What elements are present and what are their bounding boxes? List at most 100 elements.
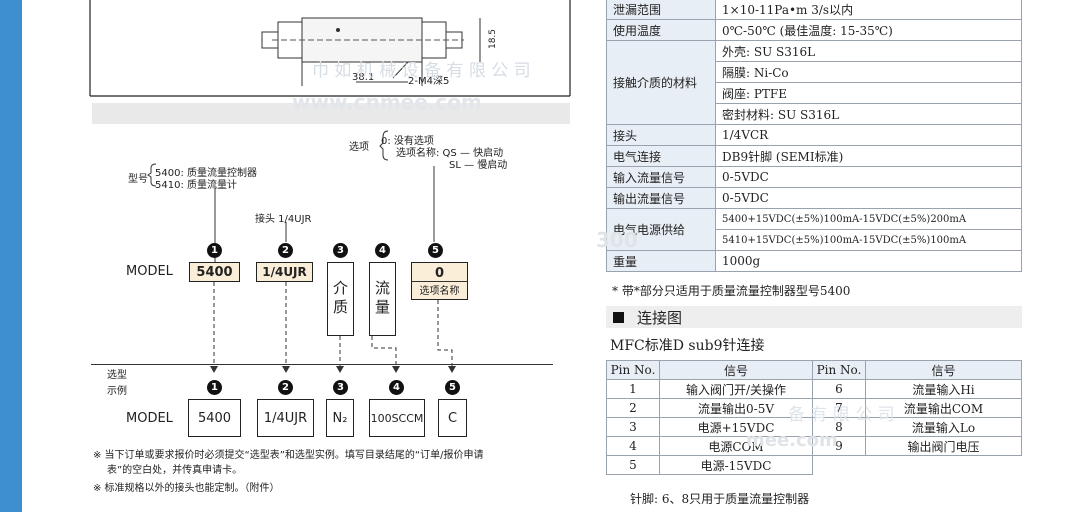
dim-length: 38.1 xyxy=(352,72,375,83)
spec-row: 接头 1/4VCR xyxy=(606,124,1022,146)
option-sl: SL — 慢启动 xyxy=(449,160,508,171)
spec-value: 隔膜: Ni-Co xyxy=(715,61,1022,83)
connection-heading-band xyxy=(606,306,1022,328)
spec-row: 重量 1000g xyxy=(606,250,1022,272)
example-label-2: 示例 xyxy=(107,386,127,397)
step-number-4: 4 xyxy=(375,243,390,258)
spec-row: 泄漏范围 1×10-11Pa•m 3/s以内 xyxy=(606,0,1022,20)
spec-row: 电气连接 DB9针脚 (SEMI标准) xyxy=(606,145,1022,167)
spec-row: 输出流量信号 0-5VDC xyxy=(606,187,1022,209)
section-band xyxy=(92,103,570,124)
left-accent-bar xyxy=(0,0,22,512)
note-2: ※ 标准规格以外的接头也能定制。（附件） xyxy=(93,483,280,494)
type-5410: 5410: 质量流量计 xyxy=(155,180,237,191)
option-prefix: 选项 xyxy=(349,142,369,153)
model-box-option: 0 选项名称 xyxy=(411,262,468,300)
model-box-flow: 流量 xyxy=(369,262,396,336)
example-box-medium: N₂ xyxy=(326,399,354,437)
spec-value: DB9针脚 (SEMI标准) xyxy=(715,145,1022,167)
spec-row: 密封材料: SU S316L xyxy=(607,103,1022,125)
model-box-type: 5400 xyxy=(189,262,240,282)
diagram-lines xyxy=(147,130,456,373)
pin-cell: 2 xyxy=(606,398,660,418)
example-divider xyxy=(91,364,553,365)
step-number-1: 1 xyxy=(207,243,222,258)
step-number-2: 2 xyxy=(278,243,293,258)
spec-row: 接触介质的材料 外壳: SU S316L xyxy=(606,40,1022,125)
table-row: 4 电源COM 9 输出阀门电压 xyxy=(606,436,1022,456)
watermark-url: www.cnmee.com xyxy=(292,90,482,114)
example-number-5: 5 xyxy=(445,380,460,395)
model-label: MODEL xyxy=(126,264,173,279)
spec-key: 输入流量信号 xyxy=(606,166,716,188)
spec-value: 1×10-11Pa•m 3/s以内 xyxy=(715,0,1022,20)
pin-header: 信号 xyxy=(865,360,1022,380)
table-row: 3 电源+15VDC 8 流量输入Lo xyxy=(606,417,1022,437)
model-box-option-value: 0 xyxy=(434,265,445,281)
pin-cell: 6 xyxy=(812,379,866,399)
square-bullet-icon xyxy=(613,312,624,323)
pin-table: Pin No. 信号 Pin No. 信号 1 输入阀门开/关操作 6 流量输入… xyxy=(606,360,1022,475)
spec-value: 阀座: PTFE xyxy=(715,82,1022,104)
pin-cell-empty xyxy=(813,456,866,475)
pin-cell: 流量输入Hi xyxy=(865,379,1022,399)
spec-key: 接触介质的材料 xyxy=(606,40,716,125)
model-box-option-sub: 选项名称 xyxy=(412,280,467,297)
pin-cell: 5 xyxy=(606,455,660,475)
spec-value: 0℃-50℃ (最佳温度: 15-35℃) xyxy=(715,19,1022,41)
model-box-medium-text: 介质 xyxy=(331,280,349,318)
example-box-flow: 100SCCM xyxy=(369,399,425,437)
spec-key: 接头 xyxy=(606,124,716,146)
example-number-1: 1 xyxy=(207,380,222,395)
watermark-company: 巾 如 机 械 设 备 有 限 公 司 xyxy=(312,61,531,81)
table-row: 1 输入阀门开/关操作 6 流量输入Hi xyxy=(606,379,1022,399)
fitting-label: 接头 1/4UJR xyxy=(255,214,312,225)
example-box-fitting: 1/4UJR xyxy=(257,399,314,437)
spec-key: 输出流量信号 xyxy=(606,187,716,209)
pin-cell: 输出阀门电压 xyxy=(865,436,1022,456)
option-qs: 选项名称: QS — 快启动 xyxy=(396,148,504,159)
example-model-label: MODEL xyxy=(126,411,173,426)
pin-cell: 电源-15VDC xyxy=(659,455,813,475)
spec-row: 使用温度 0℃-50℃ (最佳温度: 15-35℃) xyxy=(606,19,1022,41)
spec-row: 电气电源供给 5400+15VDC(±5%)100mA-15VDC(±5%)20… xyxy=(606,208,1022,251)
spec-key: 重量 xyxy=(606,250,716,272)
pin-header-row: Pin No. 信号 Pin No. 信号 xyxy=(606,360,1022,380)
spec-value: 0-5VDC xyxy=(715,187,1022,209)
pin-footnote: 针脚: 6、8只用于质量流量控制器 xyxy=(630,492,810,506)
watermark-right-cn: 备 有 限 公 司 xyxy=(788,405,895,425)
model-box-flow-text: 流量 xyxy=(373,280,391,318)
note-1a: ※ 当下订单或要求报价时必须提交“选型表”和选型实例。填写目录结尾的“订单/报价… xyxy=(93,450,484,461)
option-zero: 0: 没有选项 xyxy=(381,136,434,147)
example-number-4: 4 xyxy=(389,380,404,395)
table-row: 5 电源-15VDC xyxy=(606,455,1022,475)
step-number-3: 3 xyxy=(333,243,348,258)
pin-cell: 流量输出COM xyxy=(865,398,1022,418)
example-number-3: 3 xyxy=(333,380,348,395)
example-box-option: C xyxy=(438,399,467,437)
dim-thread: 2-M4深5 xyxy=(408,76,450,87)
valve-drawing xyxy=(89,0,571,97)
example-label-1: 选型 xyxy=(107,370,127,381)
spec-footnote: * 带*部分只适用于质量流量控制器型号5400 xyxy=(612,284,851,298)
connection-subheading: MFC标准D sub9针连接 xyxy=(610,338,765,354)
pin-header: Pin No. xyxy=(812,360,866,380)
type-prefix: 型号 xyxy=(128,174,148,185)
spec-value: 1/4VCR xyxy=(715,124,1022,146)
pin-cell: 输入阀门开/关操作 xyxy=(659,379,813,399)
pin-header: 信号 xyxy=(659,360,813,380)
spec-value: 密封材料: SU S316L xyxy=(715,103,1022,125)
connection-heading: 连接图 xyxy=(637,309,683,327)
spec-value: 5400+15VDC(±5%)100mA-15VDC(±5%)200mA xyxy=(715,208,1022,230)
pin-cell: 1 xyxy=(606,379,660,399)
note-1b: 表”的空白处，并传真申请卡。 xyxy=(107,465,243,476)
pin-cell: 4 xyxy=(606,436,660,456)
spec-row: 输入流量信号 0-5VDC xyxy=(606,166,1022,188)
pin-cell-empty xyxy=(866,456,1022,475)
spec-key: 使用温度 xyxy=(606,19,716,41)
spec-value: 外壳: SU S316L xyxy=(715,40,1022,62)
step-number-5: 5 xyxy=(428,243,443,258)
example-number-2: 2 xyxy=(278,380,293,395)
model-box-medium: 介质 xyxy=(327,262,354,336)
pin-header: Pin No. xyxy=(606,360,660,380)
